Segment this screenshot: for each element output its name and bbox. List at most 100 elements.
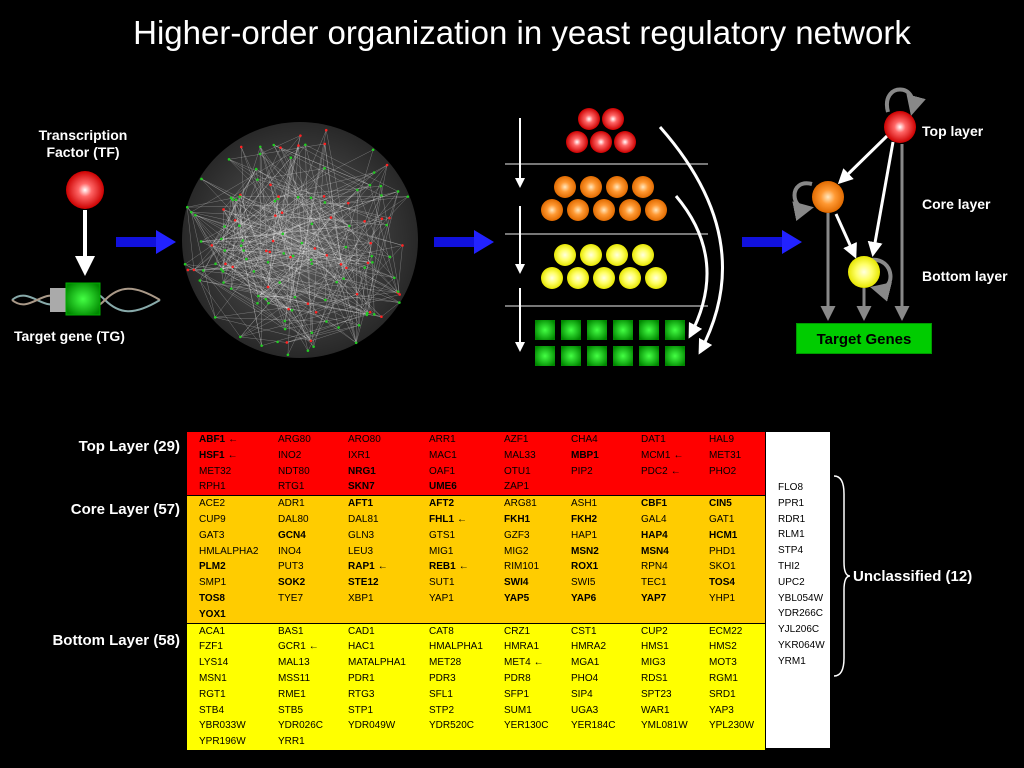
gene-name: STB4 bbox=[199, 704, 225, 716]
target-genes-box: Target Genes bbox=[796, 323, 932, 354]
tf-node bbox=[66, 171, 104, 209]
gene-name: RAP1 bbox=[348, 561, 375, 573]
gene-name: YAP5 bbox=[504, 592, 530, 604]
list-item: RDR1 bbox=[778, 513, 806, 525]
gene-name: RPN4 bbox=[641, 561, 668, 573]
gene-name: AZF1 bbox=[504, 434, 529, 445]
gene-cell: FKH2 bbox=[559, 511, 629, 528]
gene-name: YML081W bbox=[641, 720, 688, 732]
gene-cell bbox=[336, 606, 417, 624]
gene-name: MOT3 bbox=[709, 657, 737, 669]
gene-name: PHD1 bbox=[709, 545, 736, 557]
gene-cell: HAL9 bbox=[697, 432, 765, 448]
gene-name: HMLALPHA2 bbox=[199, 545, 259, 557]
gene-name: YPR196W bbox=[199, 736, 246, 748]
gene-name: SMP1 bbox=[199, 577, 227, 589]
gene-cell: ABF1← bbox=[187, 432, 266, 448]
gene-name: RGM1 bbox=[709, 672, 738, 684]
layer-node bbox=[645, 199, 667, 221]
table-row: YPR196W YRR1 bbox=[187, 734, 765, 750]
gene-name: GLN3 bbox=[348, 529, 375, 541]
layer-node bbox=[541, 267, 563, 289]
gene-name: HAP1 bbox=[571, 529, 598, 541]
gene-name: PIP2 bbox=[571, 465, 593, 477]
gene-cell bbox=[492, 734, 559, 750]
gene-name: DAL80 bbox=[278, 513, 309, 525]
gene-name: YAP6 bbox=[571, 592, 597, 604]
gene-cell: YRR1 bbox=[266, 734, 336, 750]
gene-cell: MSN4 bbox=[629, 543, 697, 560]
left-arrow-icon: ← bbox=[227, 449, 238, 461]
left-arrow-icon: ← bbox=[670, 465, 681, 477]
gene-cell: SOK2 bbox=[266, 575, 336, 591]
gene-name: ACE2 bbox=[199, 498, 226, 510]
left-arrow-icon: ← bbox=[458, 561, 469, 573]
gene-name: GCN4 bbox=[278, 529, 306, 541]
tf-label: Transcription Factor (TF) bbox=[38, 127, 128, 160]
gene-cell: PDR3 bbox=[417, 670, 492, 687]
gene-name: SFL1 bbox=[429, 688, 453, 700]
target-gene-node bbox=[613, 320, 633, 340]
gene-cell: AFT2 bbox=[417, 495, 492, 512]
gene-name: PLM2 bbox=[199, 561, 226, 573]
gene-cell bbox=[629, 479, 697, 496]
gene-cell: UME6 bbox=[417, 479, 492, 496]
gene-cell: RPN4 bbox=[629, 559, 697, 576]
gene-cell: YHP1 bbox=[697, 590, 765, 607]
gene-name: MSS11 bbox=[278, 672, 311, 684]
gene-name: FKH2 bbox=[571, 513, 598, 525]
gene-cell: INO4 bbox=[266, 543, 336, 560]
gene-name: INO4 bbox=[278, 545, 302, 557]
gene-name: DAT1 bbox=[641, 434, 666, 445]
gene-cell: CUP2 bbox=[629, 622, 697, 640]
gene-cell: ARR1 bbox=[417, 432, 492, 448]
layer-node bbox=[593, 267, 615, 289]
left-arrow-icon: ← bbox=[457, 513, 467, 525]
network-diagram bbox=[11, 87, 926, 366]
gene-name: MGA1 bbox=[571, 657, 600, 669]
gene-name: SIP4 bbox=[571, 688, 593, 700]
layer-node bbox=[632, 176, 654, 198]
gene-name: FZF1 bbox=[199, 641, 223, 653]
gene-cell: SFP1 bbox=[492, 686, 559, 703]
flow-arrow-3 bbox=[742, 230, 802, 254]
gene-name: HMS2 bbox=[709, 641, 737, 653]
gene-cell: YDR049W bbox=[336, 718, 417, 735]
gene-name: GCR1 bbox=[278, 641, 306, 653]
gene-cell: STE12 bbox=[336, 575, 417, 591]
gene-name: ARR1 bbox=[429, 434, 456, 445]
gene-cell: BAS1 bbox=[266, 622, 336, 640]
gene-cell bbox=[697, 734, 765, 750]
gene-cell: STB5 bbox=[266, 702, 336, 719]
gene-name: HAP4 bbox=[641, 529, 668, 541]
gene-cell: MET28 bbox=[417, 655, 492, 671]
gene-cell: SWI4 bbox=[492, 575, 559, 591]
gene-cell: MET32 bbox=[187, 463, 266, 480]
gene-cell: HMRA2 bbox=[559, 639, 629, 656]
gene-name: NRG1 bbox=[348, 465, 376, 477]
gene-name: CAD1 bbox=[348, 625, 375, 637]
left-arrow-icon: ← bbox=[228, 434, 239, 445]
gene-cell: YAP5 bbox=[492, 590, 559, 607]
gene-cell: ARG80 bbox=[266, 432, 336, 448]
gene-cell: YPR196W bbox=[187, 734, 266, 750]
gene-cell: SPT23 bbox=[629, 686, 697, 703]
gene-name: ADR1 bbox=[278, 498, 305, 510]
gene-name: YAP3 bbox=[709, 704, 734, 716]
gene-cell: GLN3 bbox=[336, 527, 417, 544]
gene-cell: GAL4 bbox=[629, 511, 697, 528]
gene-name: CRZ1 bbox=[504, 625, 531, 637]
target-gene-node bbox=[665, 346, 685, 366]
gene-name: YDR049W bbox=[348, 720, 396, 732]
gene-name: LYS14 bbox=[199, 657, 229, 669]
target-gene-node bbox=[535, 346, 555, 366]
gene-cell: SKO1 bbox=[697, 559, 765, 576]
layer-node bbox=[602, 108, 624, 130]
list-item: FLO8 bbox=[778, 482, 804, 493]
list-item: THI2 bbox=[778, 560, 800, 572]
gene-name: CIN5 bbox=[709, 498, 732, 510]
